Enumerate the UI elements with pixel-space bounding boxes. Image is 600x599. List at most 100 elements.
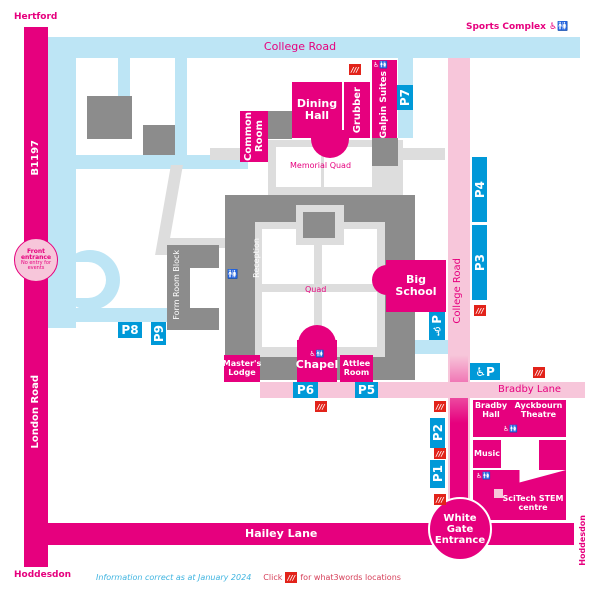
accessible-toilet-icon: ♿🚻	[373, 61, 388, 69]
building-block	[372, 138, 398, 166]
parking-p8[interactable]: P8	[118, 322, 142, 338]
central-block	[303, 212, 335, 238]
what3words-icon[interactable]: ///	[315, 401, 327, 412]
what3words-icon[interactable]: ///	[434, 494, 446, 505]
what3words-note: Click /// for what3words locations	[263, 572, 401, 583]
parking-p2[interactable]: P2	[430, 418, 445, 448]
parking-p9[interactable]: P9	[151, 322, 166, 345]
what3words-icon[interactable]: ///	[474, 305, 486, 316]
college-road-side-label: College Road	[452, 258, 463, 327]
p4-text: P4	[472, 180, 487, 199]
hailey-lane-label: Hailey Lane	[245, 527, 318, 540]
sports-complex-text: Sports Complex	[466, 22, 546, 32]
what3words-icon: ///	[285, 572, 298, 583]
footer: Information correct as at January 2024 C…	[96, 572, 596, 583]
hertford-label: Hertford	[14, 12, 58, 22]
galpin-suites-label: Galpin Suites	[372, 71, 397, 139]
accessible-toilet-icon: ♿🚻	[549, 22, 569, 32]
accessible-toilet-icon: ♿🚻	[476, 472, 491, 480]
b1197-label: B1197	[30, 140, 41, 178]
what3words-text: for what3words locations	[300, 573, 401, 582]
hoddesdon-right-label: Hoddesdon	[578, 515, 587, 568]
building-block	[87, 96, 132, 139]
memorial-quad-label: Memorial Quad	[290, 161, 352, 170]
parking-p4[interactable]: P4	[472, 157, 487, 222]
parking-p1[interactable]: P1	[430, 460, 445, 488]
reception-text: Reception	[252, 238, 261, 278]
white-gate-entrance[interactable]: White Gate Entrance	[428, 497, 492, 561]
form-room-label: Form Room Block	[172, 250, 181, 322]
memorial-quad-lawn	[276, 147, 321, 187]
galpin-suites[interactable]	[372, 60, 397, 138]
music[interactable]: Music	[473, 440, 501, 468]
hoddesdon-right-text: Hoddesdon	[578, 515, 587, 566]
what3words-icon[interactable]: ///	[349, 64, 361, 75]
college-road-top-label: College Road	[263, 40, 337, 53]
bradby-hall-ayckbourn-theatre[interactable]	[473, 400, 566, 437]
sports-complex-label[interactable]: Sports Complex ♿🚻	[466, 22, 568, 32]
accessible-p: P	[430, 314, 444, 324]
accessible-parking-bradby[interactable]: ♿P	[470, 363, 500, 380]
scitech-label: SciTech STEM centre	[502, 494, 564, 512]
accessible-toilet-icon: ♿🚻	[503, 425, 518, 433]
grubber-text: Grubber	[351, 86, 363, 134]
click-text: Click	[263, 573, 283, 582]
parking-p7[interactable]: P7	[397, 85, 413, 110]
what3words-icon[interactable]: ///	[434, 448, 446, 459]
building-block	[268, 111, 292, 139]
what3words-icon[interactable]: ///	[533, 367, 545, 378]
p1-text: P1	[430, 465, 445, 483]
accessible-parking[interactable]: ♿P	[429, 312, 445, 340]
form-room-courtyard	[190, 268, 219, 308]
p2-text: P2	[430, 424, 445, 442]
theatre-wing	[539, 440, 566, 470]
path-horizontal	[48, 155, 248, 169]
form-room-text: Form Room Block	[172, 250, 181, 320]
common-room[interactable]: Common Room	[240, 111, 268, 162]
chapel[interactable]: ♿🚻Chapel	[295, 340, 339, 382]
dining-hall[interactable]: Dining Hall	[292, 82, 342, 138]
front-entrance[interactable]: Front entrance No entry for events	[14, 238, 58, 282]
big-school[interactable]: Big School	[386, 260, 446, 312]
b1197-london-road	[24, 27, 48, 567]
accessible-parking-text: ♿P	[430, 314, 444, 338]
path-spur-2	[175, 58, 187, 158]
scitech-marker	[494, 489, 503, 498]
b1197-text: B1197	[30, 140, 41, 176]
hoddesdon-left-label: Hoddesdon	[14, 570, 72, 580]
masters-lodge[interactable]: Master's Lodge	[223, 355, 261, 382]
quad-label: Quad	[305, 285, 327, 294]
accessible-icon: ♿	[475, 364, 486, 379]
building-block	[143, 125, 175, 155]
what3words-icon[interactable]: ///	[434, 401, 446, 412]
attlee-room[interactable]: Attlee Room	[340, 355, 373, 382]
reception-label: Reception	[252, 238, 261, 280]
path-spur	[118, 58, 130, 98]
info-note: Information correct as at January 2024	[96, 573, 252, 582]
chapel-text: Chapel	[295, 357, 339, 371]
scitech-building[interactable]	[473, 470, 566, 520]
bradby-hall-label: Bradby Hall	[474, 401, 508, 419]
p3-text: P3	[472, 253, 487, 272]
parking-p6[interactable]: P6	[293, 382, 318, 398]
walkway-form	[160, 238, 240, 248]
parking-p5[interactable]: P5	[355, 382, 378, 398]
front-entrance-title: Front entrance	[20, 248, 52, 261]
p7-text: P7	[398, 88, 412, 107]
parking-p3[interactable]: P3	[472, 225, 487, 300]
bradby-lane-label: Bradby Lane	[498, 384, 562, 395]
p9-text: P9	[151, 324, 166, 343]
path-bottom	[48, 308, 168, 322]
london-road-label: London Road	[30, 375, 41, 451]
london-road-text: London Road	[30, 375, 41, 449]
turning-circle-inner	[76, 262, 106, 298]
galpin-suites-text: Galpin Suites	[378, 71, 389, 139]
accessible-toilet-icon: ♿🚻	[309, 350, 325, 359]
college-road-top	[48, 37, 580, 58]
ayckbourn-theatre-label: Ayckbourn Theatre	[514, 401, 563, 419]
common-room-text: Common Room	[243, 111, 265, 162]
grubber[interactable]: Grubber	[344, 82, 370, 138]
toilet-icon: 🚻	[227, 270, 239, 280]
bradby-lane	[260, 382, 585, 398]
